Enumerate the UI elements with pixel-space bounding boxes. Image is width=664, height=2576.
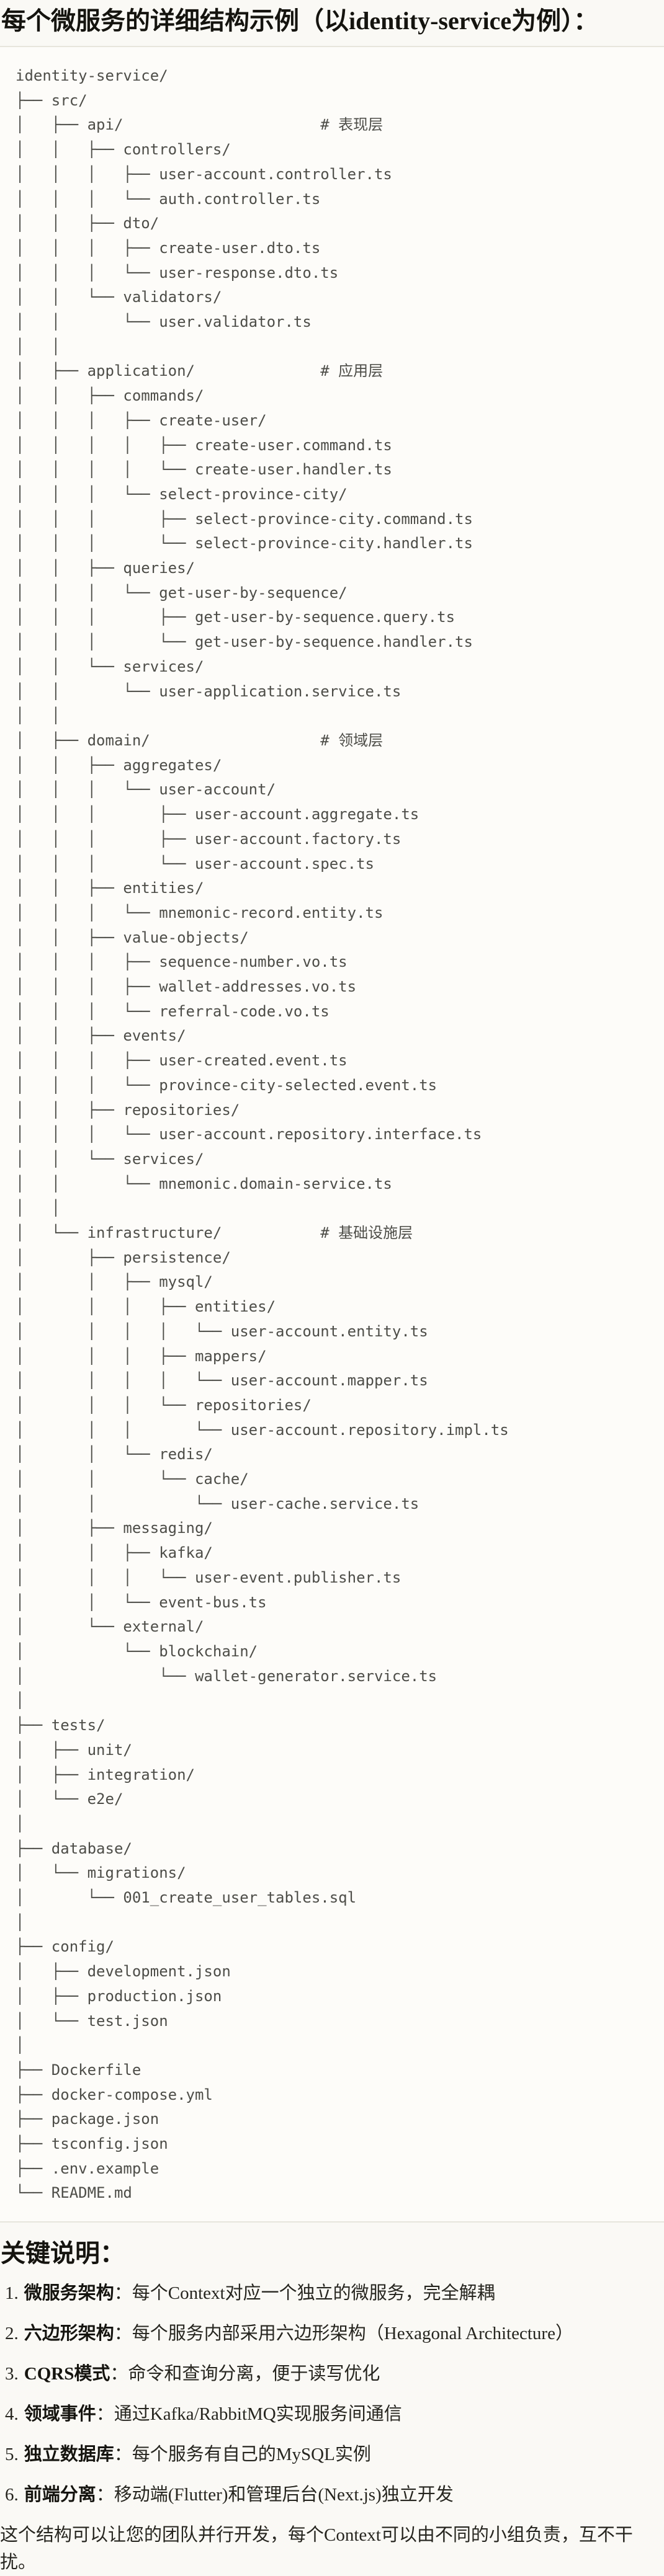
note-number: 1. (5, 2283, 19, 2304)
code-block: identity-service/ ├── src/ │ ├── api/ # … (0, 46, 664, 2223)
closing-paragraph: 这个结构可以让您的团队并行开发，每个Context可以由不同的小组负责，互不干扰… (0, 2525, 633, 2573)
note-item: 5.独立数据库：每个服务有自己的MySQL实例 (5, 2441, 664, 2468)
page-title: 每个微服务的详细结构示例（以identity-service为例）： (1, 7, 599, 35)
note-text: ：通过Kafka/RabbitMQ实现服务间通信 (96, 2404, 402, 2425)
note-number: 6. (5, 2485, 19, 2505)
note-number: 4. (5, 2404, 19, 2425)
note-text: ：每个Context对应一个独立的微服务，完全解耦 (114, 2283, 495, 2304)
note-item: 4.领域事件：通过Kafka/RabbitMQ实现服务间通信 (5, 2401, 664, 2428)
notes-heading: 关键说明： (1, 2239, 125, 2268)
note-text: ：每个服务内部采用六边形架构（Hexagonal Architecture） (114, 2324, 573, 2344)
directory-tree: identity-service/ ├── src/ │ ├── api/ # … (16, 67, 509, 2202)
note-text: ：移动端(Flutter)和管理后台(Next.js)独立开发 (96, 2485, 454, 2505)
note-number: 3. (5, 2364, 19, 2384)
note-item: 1.微服务架构：每个Context对应一个独立的微服务，完全解耦 (5, 2280, 664, 2307)
note-item: 6.前端分离：移动端(Flutter)和管理后台(Next.js)独立开发 (5, 2481, 664, 2508)
note-label: 前端分离 (24, 2485, 96, 2505)
note-item: 2.六边形架构：每个服务内部采用六边形架构（Hexagonal Architec… (5, 2320, 664, 2347)
page: { "page": { "title": "每个微服务的详细结构示例（以iden… (0, 6, 664, 2572)
note-text: ：命令和查询分离，便于读写优化 (110, 2364, 380, 2384)
note-number: 5. (5, 2445, 19, 2465)
note-label: 独立数据库 (24, 2445, 114, 2465)
notes-section: 关键说明： 1.微服务架构：每个Context对应一个独立的微服务，完全解耦 2.… (0, 2239, 664, 2576)
note-label: CQRS模式 (24, 2364, 110, 2384)
note-label: 微服务架构 (24, 2283, 114, 2304)
note-label: 领域事件 (24, 2404, 96, 2425)
note-item: 3.CQRS模式：命令和查询分离，便于读写优化 (5, 2360, 664, 2387)
note-label: 六边形架构 (24, 2324, 114, 2344)
note-number: 2. (5, 2324, 19, 2344)
note-text: ：每个服务有自己的MySQL实例 (114, 2445, 371, 2465)
